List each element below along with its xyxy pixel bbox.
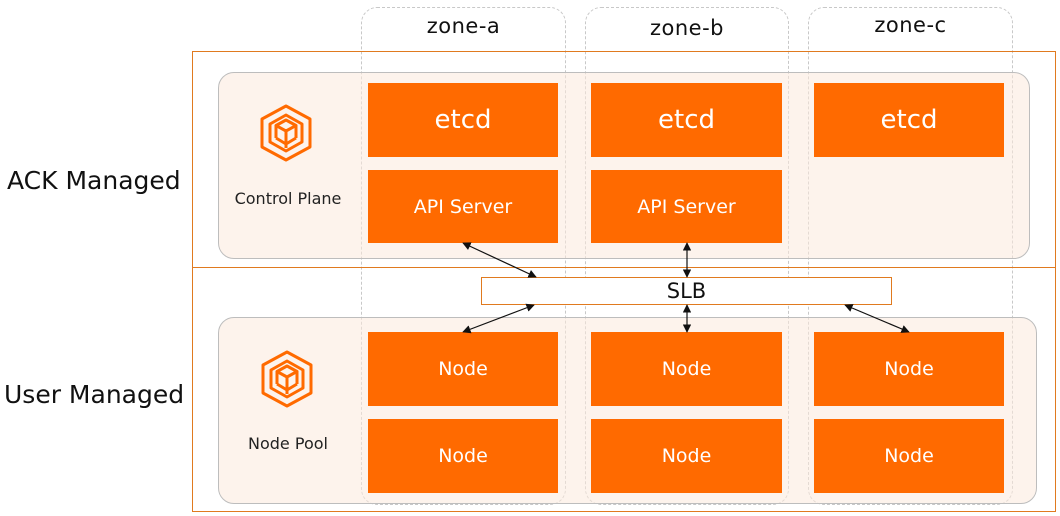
node-box-zone-c-row1: Node: [814, 332, 1004, 406]
etcd-box-zone-b: etcd: [591, 83, 782, 157]
arrow-slb-to-node-c: [844, 304, 910, 333]
node-box-zone-a-row2: Node: [368, 419, 558, 493]
zone-c-label: zone-c: [874, 13, 947, 37]
user-managed-frame: [192, 267, 1056, 512]
zone-b-label: zone-b: [649, 16, 724, 40]
cube-cluster-icon: [260, 104, 312, 162]
node-box-zone-b-row2: Node: [591, 419, 782, 493]
zone-a-label: zone-a: [426, 14, 501, 38]
node-box-zone-c-row2: Node: [814, 419, 1004, 493]
node-box-zone-b-row1: Node: [591, 332, 782, 406]
cube-cluster-icon: [261, 350, 313, 408]
api-server-box-zone-b: API Server: [591, 170, 782, 243]
node-box-zone-a-row1: Node: [368, 332, 558, 406]
user-managed-label: User Managed: [4, 380, 185, 409]
etcd-box-zone-c: etcd: [814, 83, 1004, 157]
etcd-box-zone-a: etcd: [368, 83, 558, 157]
arrow-slb-to-node-a: [462, 303, 535, 334]
ack-managed-label: ACK Managed: [7, 166, 181, 195]
api-server-box-zone-a: API Server: [368, 170, 558, 243]
node-pool-label: Node Pool: [248, 434, 328, 453]
arrow-api-a-to-slb: [462, 242, 537, 278]
control-plane-label: Control Plane: [234, 189, 342, 208]
